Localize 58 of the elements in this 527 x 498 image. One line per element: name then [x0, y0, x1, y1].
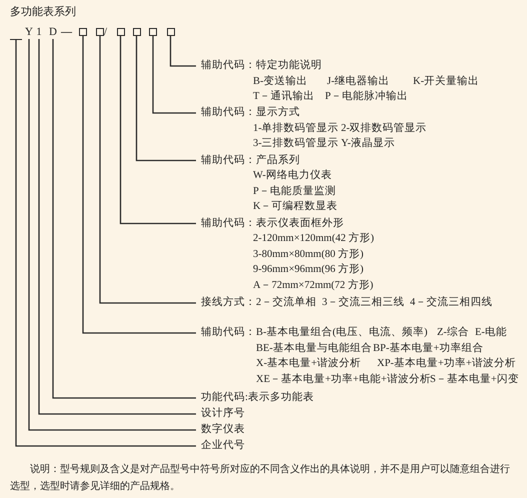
code-option: Z-综合 — [437, 325, 469, 341]
code-option: 4－交流三相四线 — [410, 295, 492, 311]
leader-line — [120, 36, 196, 224]
leader-line — [170, 36, 196, 67]
dash-separator: — — [61, 25, 72, 39]
code-letter: D — [48, 25, 58, 39]
code-heading: 辅助代码：特定功能说明 — [201, 58, 322, 74]
code-label: 功能代码:表示多功能表 — [201, 390, 314, 406]
code-option: 3－交流三相三线 — [322, 295, 404, 311]
code-heading: 辅助代码：产品系列 — [201, 153, 300, 168]
code-option: T－通讯输出 — [253, 89, 314, 105]
code-option: E-电能 — [475, 325, 507, 341]
code-option: 2－交流单相 — [256, 295, 316, 311]
code-option: 2-120mm×120mm(42 方形) — [253, 231, 374, 247]
code-option: XP-基本电量+功率+谐波分析 — [377, 356, 516, 372]
code-option: BE-基本电量与电能组合 — [256, 340, 372, 356]
placeholder-square — [96, 28, 104, 36]
code-option: X-基本电量+谐波分析 — [256, 356, 362, 372]
code-option: 9-96mm×96mm(96 方形) — [253, 262, 364, 278]
code-option: Y-液晶显示 — [341, 136, 395, 152]
code-option: BP-基本电量+功率组合 — [373, 340, 484, 356]
leader-line — [82, 36, 196, 334]
code-label: 企业代号 — [201, 438, 245, 454]
placeholder-square — [116, 28, 124, 36]
placeholder-square — [149, 28, 157, 36]
code-option: W-网络电力仪表 — [253, 168, 332, 184]
code-heading: 辅助代码：显示方式 — [201, 105, 300, 120]
leader-line — [99, 36, 196, 304]
code-option: 3-三排数码管显示 — [253, 136, 339, 152]
code-letter: Y — [24, 25, 34, 39]
code-option: 1-单排数码管显示 — [253, 120, 339, 136]
code-option: B-基本电量组合(电压、电流、频率) — [256, 325, 428, 341]
leader-line — [136, 36, 196, 162]
code-option: 2-双排数码管显示 — [341, 120, 427, 136]
code-option: S－基本电量+闪变 — [430, 372, 519, 388]
code-option: A－72mm×72mm(72 方形) — [253, 278, 374, 294]
caption-note: 说明：型号规则及含义是对产品型号中符号所对应的不同含义作出的具体说明，并不是用户可以随意组合进行选型，选型时请参见详细的产品规格。 — [10, 462, 511, 494]
code-option: K－可编程数显表 — [253, 199, 338, 216]
placeholder-square — [132, 28, 140, 36]
code-heading: 辅助代码：表示仪表面框外形 — [201, 216, 344, 231]
code-letter: 1 — [34, 25, 44, 39]
title: 多功能表系列 — [10, 5, 76, 20]
code-option: P－电能质量监测 — [253, 184, 336, 200]
placeholder-square — [166, 28, 174, 36]
underline-bar — [10, 38, 22, 40]
code-label: 设计序号 — [201, 406, 245, 422]
code-label: 数字仪表 — [201, 422, 245, 438]
code-option: 3-80mm×80mm(80 方形) — [253, 246, 364, 262]
slash-separator: / — [104, 25, 108, 39]
code-heading: 辅助代码： — [201, 325, 256, 340]
code-option: P－电能脉冲输出 — [325, 89, 408, 105]
code-option: J-继电器输出 — [327, 74, 390, 90]
placeholder-square — [79, 28, 87, 36]
code-option: XE－基本电量+功率+电能+谐波分析 — [256, 372, 431, 388]
code-option: B-变送输出 — [253, 74, 308, 90]
code-heading: 接线方式： — [201, 295, 256, 310]
leader-line — [152, 36, 196, 114]
code-option: K-开关量输出 — [413, 74, 480, 90]
